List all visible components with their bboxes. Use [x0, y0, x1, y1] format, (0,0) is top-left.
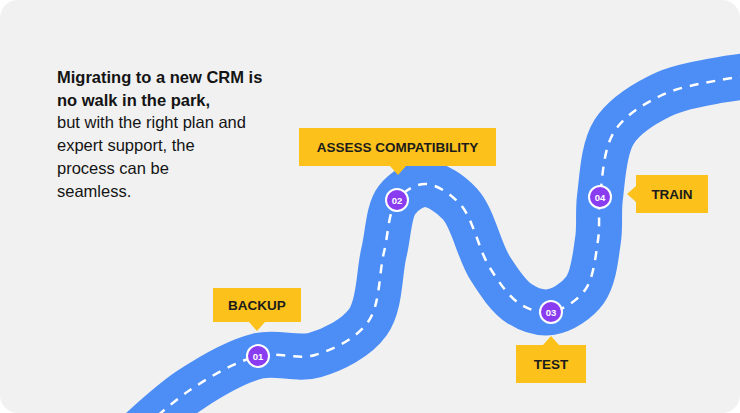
step-number: 04: [595, 192, 606, 203]
step-number-badge: 03: [539, 300, 563, 324]
step-callout: BACKUP: [213, 288, 301, 322]
step-number: 01: [253, 351, 264, 362]
intro-text: Migrating to a new CRM is no walk in the…: [57, 66, 272, 111]
step-number: 02: [392, 195, 403, 206]
callout-pointer: [390, 166, 406, 175]
intro-paragraph: Migrating to a new CRM is no walk in the…: [57, 66, 272, 202]
step-callout: TRAIN: [636, 175, 708, 213]
callout-pointer: [543, 336, 559, 345]
callout-pointer: [627, 186, 636, 202]
step-label: TEST: [534, 357, 569, 372]
callout-pointer: [249, 322, 265, 331]
intro-text: but with the right plan and expert suppo…: [57, 111, 247, 202]
step-label: BACKUP: [228, 298, 286, 313]
step-label: ASSESS COMPATIBILITY: [317, 140, 479, 155]
step-callout: TEST: [516, 345, 586, 383]
step-number-badge: 04: [588, 185, 612, 209]
step-number: 03: [546, 307, 557, 318]
step-label: TRAIN: [651, 187, 692, 202]
step-number-badge: 01: [246, 344, 270, 368]
step-callout: ASSESS COMPATIBILITY: [299, 128, 496, 166]
step-number-badge: 02: [385, 188, 409, 212]
